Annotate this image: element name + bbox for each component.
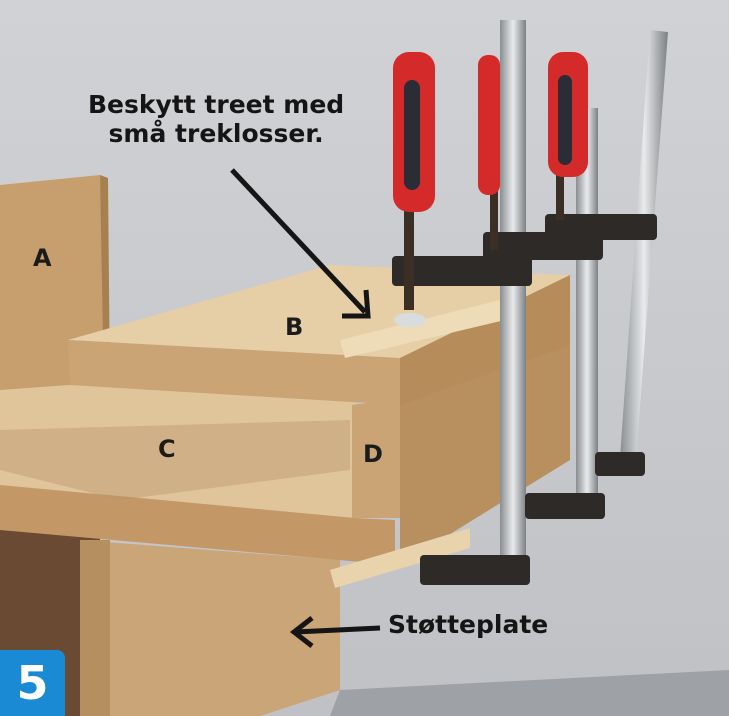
panel-c [0,382,395,565]
bar-clamps [392,20,668,585]
callout-line-1: Beskytt treet med [88,90,345,119]
part-label-d: D [363,440,383,468]
callout-line-2: små treklosser. [108,119,324,148]
part-label-a: A [33,244,52,272]
callout-support-plate: Støtteplate [388,610,549,639]
callout-arrow-top [230,168,371,319]
protective-block [330,528,470,588]
callout-arrow-bottom [289,616,381,648]
step-number-badge: 5 [0,650,65,716]
part-label-b: B [285,313,304,341]
panel-b [68,265,570,405]
callout-protect-wood: Beskytt treet med små treklosser. [88,90,344,148]
part-label-c: C [158,435,176,463]
panel-d [352,345,570,565]
